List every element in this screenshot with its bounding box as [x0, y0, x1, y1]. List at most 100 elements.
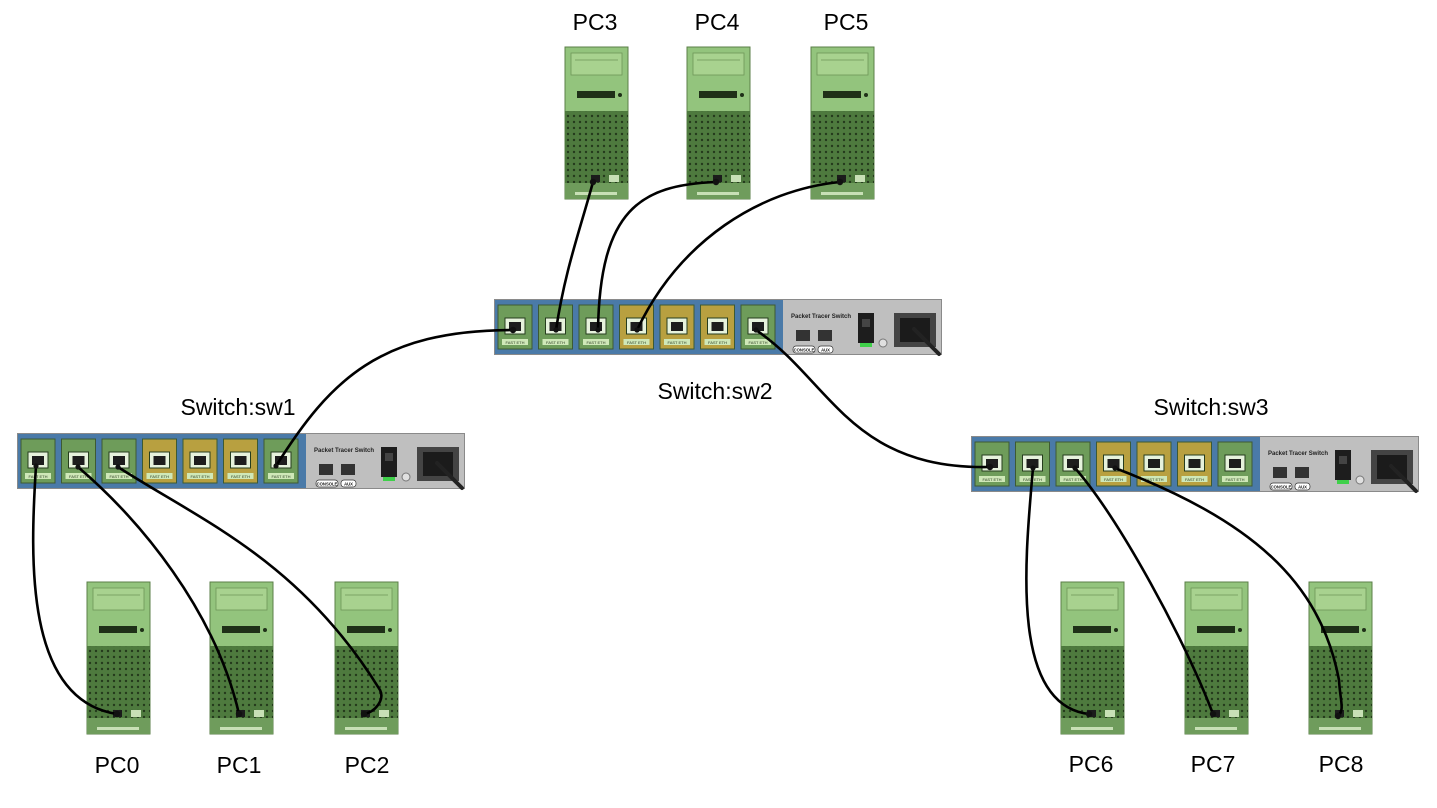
console-label: CONSOLE	[1271, 485, 1292, 490]
switch-port[interactable]: FAST ETH	[20, 438, 56, 484]
drive-bay	[340, 587, 393, 611]
power-switch[interactable]	[858, 313, 874, 343]
port-label: FAST ETH	[69, 474, 88, 479]
cable-sw3-pc6[interactable]	[1025, 466, 1091, 716]
aux-port[interactable]	[1295, 467, 1309, 478]
console-port[interactable]	[796, 330, 810, 341]
switch-port[interactable]: FAST ETH	[1177, 441, 1212, 487]
aux-label: AUX	[1298, 485, 1307, 490]
port-label: FAST ETH	[505, 340, 524, 345]
optical-drive-slot	[99, 626, 137, 633]
drive-bay	[1066, 587, 1119, 611]
pc-tower-pc1[interactable]	[209, 581, 274, 735]
switch-port[interactable]: FAST ETH	[142, 438, 177, 484]
pc-tower-pc2[interactable]	[334, 581, 399, 735]
network-port[interactable]	[591, 175, 600, 182]
cable-sw1-pc2[interactable]	[116, 465, 383, 716]
port-label: FAST ETH	[190, 474, 209, 479]
switch-port[interactable]: FAST ETH	[263, 438, 299, 484]
optical-drive-slot	[347, 626, 385, 633]
switch-port[interactable]: FAST ETH	[497, 304, 533, 350]
pc-tower-pc3[interactable]	[564, 46, 629, 200]
switch-brand-label: Packet Tracer Switch	[314, 448, 374, 454]
optical-drive-slot	[1197, 626, 1235, 633]
aux-port[interactable]	[341, 464, 355, 475]
cable-sw2-pc4[interactable]	[596, 180, 718, 332]
power-cord	[1389, 464, 1418, 493]
port-label: FAST ETH	[982, 477, 1001, 482]
ground-screw	[1355, 475, 1365, 485]
port-label: FAST ETH	[546, 340, 565, 345]
console-port[interactable]	[319, 464, 333, 475]
switch-sw2[interactable]: FAST ETH FAST ETH FAST ETH FAST ETH FAST ETH…	[494, 299, 942, 356]
pc-tower-pc4[interactable]	[686, 46, 751, 200]
switch-port[interactable]: FAST ETH	[700, 304, 735, 350]
pc-tower-pc5[interactable]	[810, 46, 875, 200]
switch-port[interactable]: FAST ETH	[1217, 441, 1253, 487]
switch-brand-label: Packet Tracer Switch	[791, 314, 851, 320]
port-label: FAST ETH	[231, 474, 250, 479]
cable-sw2-pc5[interactable]	[635, 180, 842, 332]
vent-grille	[87, 646, 150, 718]
power-switch[interactable]	[381, 447, 397, 477]
vent-grille	[335, 646, 398, 718]
pc-tower-pc7[interactable]	[1184, 581, 1249, 735]
switch-port[interactable]: FAST ETH	[619, 304, 654, 350]
pc-tower-pc6[interactable]	[1060, 581, 1125, 735]
pc-label-pc1: PC1	[216, 752, 262, 778]
switch-port[interactable]: FAST ETH	[974, 441, 1010, 487]
cable-sw3-pc7[interactable]	[1073, 466, 1215, 716]
cable-sw2-sw3[interactable]	[754, 328, 992, 469]
switch-port[interactable]: FAST ETH	[1096, 441, 1131, 487]
port-label: FAST ETH	[1144, 477, 1163, 482]
usb-ports	[1353, 710, 1363, 717]
port-label: FAST ETH	[1225, 477, 1244, 482]
port-label: FAST ETH	[627, 340, 646, 345]
cable-sw1-pc1[interactable]	[76, 465, 241, 716]
cable-sw2-pc3[interactable]	[554, 180, 595, 332]
port-label: FAST ETH	[28, 474, 47, 479]
vent-grille	[687, 111, 750, 183]
drive-bay	[1314, 587, 1367, 611]
aux-port[interactable]	[818, 330, 832, 341]
pc-label-pc0: PC0	[94, 752, 140, 778]
switch-sw1[interactable]: FAST ETH FAST ETH FAST ETH FAST ETH FAST ETH…	[17, 433, 465, 490]
switch-sw3[interactable]: FAST ETH FAST ETH FAST ETH FAST ETH FAST ETH…	[971, 436, 1419, 493]
port-label: FAST ETH	[1063, 477, 1082, 482]
port-label: FAST ETH	[150, 474, 169, 479]
switch-port[interactable]: FAST ETH	[1015, 441, 1050, 487]
pc-label-pc5: PC5	[823, 9, 869, 35]
drive-bay	[215, 587, 268, 611]
switch-port[interactable]: FAST ETH	[182, 438, 218, 484]
switch-port[interactable]: FAST ETH	[740, 304, 776, 350]
port-label: FAST ETH	[1104, 477, 1123, 482]
console-label: CONSOLE	[317, 482, 338, 487]
optical-drive-slot	[699, 91, 737, 98]
power-cord	[435, 461, 464, 490]
pc-tower-pc0[interactable]	[86, 581, 151, 735]
switch-port[interactable]: FAST ETH	[578, 304, 614, 350]
cable-sw1-sw2[interactable]	[274, 328, 515, 468]
vent-grille	[565, 111, 628, 183]
port-label: FAST ETH	[748, 340, 767, 345]
power-cord	[912, 327, 941, 356]
cable-sw1-pc0[interactable]	[31, 464, 119, 716]
port-label: FAST ETH	[667, 340, 686, 345]
network-port[interactable]	[713, 175, 722, 182]
optical-drive-slot	[1321, 626, 1359, 633]
port-label: FAST ETH	[586, 340, 605, 345]
cable-sw3-pc8[interactable]	[1113, 466, 1343, 718]
network-port[interactable]	[837, 175, 846, 182]
switch-port[interactable]: FAST ETH	[1055, 441, 1091, 487]
optical-drive-slot	[577, 91, 615, 98]
switch-label-sw2: Switch:sw2	[657, 378, 773, 404]
switch-label-sw3: Switch:sw3	[1153, 394, 1269, 420]
power-switch[interactable]	[1335, 450, 1351, 480]
switch-port[interactable]: FAST ETH	[659, 304, 695, 350]
port-label: FAST ETH	[1185, 477, 1204, 482]
console-port[interactable]	[1273, 467, 1287, 478]
ground-screw	[401, 472, 411, 482]
switch-port[interactable]: FAST ETH	[223, 438, 258, 484]
usb-ports	[131, 710, 141, 717]
drive-bay	[1190, 587, 1243, 611]
